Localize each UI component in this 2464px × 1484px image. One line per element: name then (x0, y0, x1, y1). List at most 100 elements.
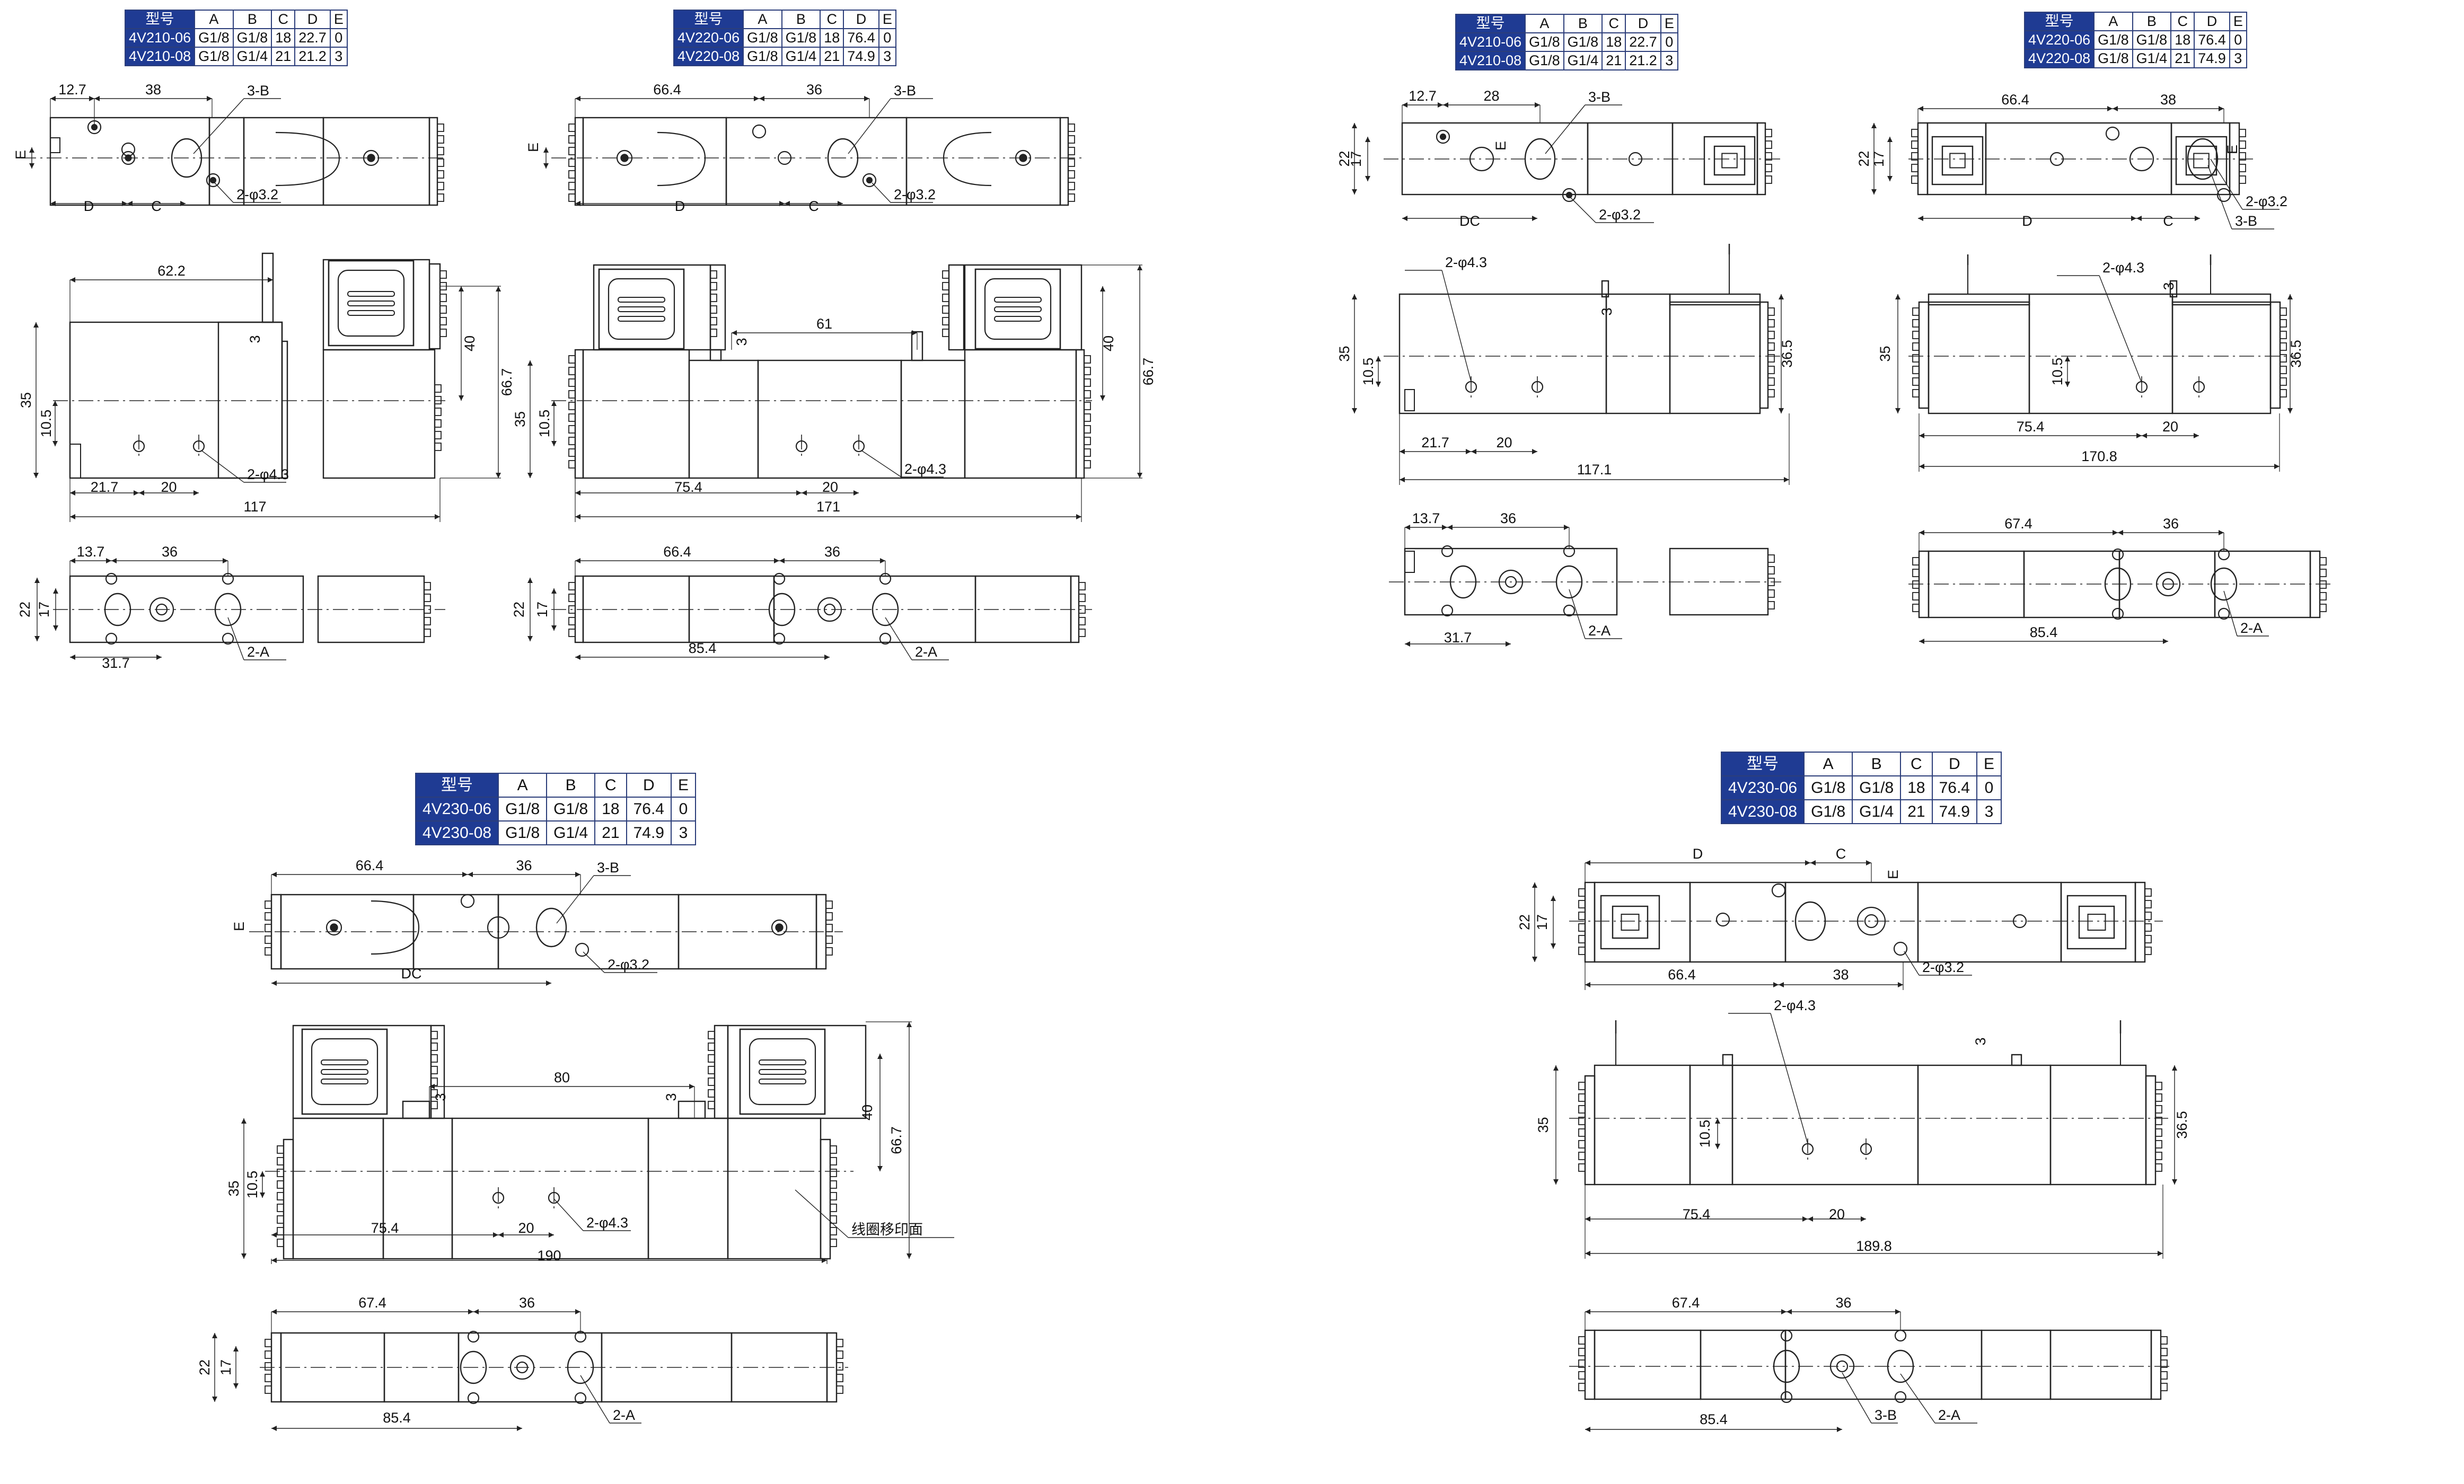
dimension-arrowhead (260, 1171, 265, 1177)
cell-b: G1/4 (1563, 51, 1603, 70)
body-outline (1703, 136, 1756, 186)
dimension-label: 3-B (2235, 213, 2257, 229)
coil-fin (1767, 377, 1775, 386)
dimension-arrowhead (1376, 382, 1381, 387)
dimension-arrowhead (473, 1309, 479, 1314)
coil-fin (430, 1066, 438, 1074)
header-model: 型号 (673, 10, 744, 29)
dimension-arrowhead (139, 490, 144, 496)
coil-slot (759, 1059, 806, 1065)
header-c: C (594, 773, 627, 798)
body-outline (1689, 881, 1787, 963)
body-outline (2145, 1075, 2157, 1186)
coil-fin (434, 396, 442, 404)
coil-fin (568, 448, 576, 457)
coil-fin (568, 582, 576, 590)
dimension-arrowhead (2113, 530, 2118, 535)
cell-c: 18 (1900, 775, 1933, 800)
coil-fin (2155, 1152, 2162, 1160)
edge-line (2207, 165, 2232, 229)
body-outline (948, 264, 965, 351)
cell-model: 4V230-06 (415, 797, 499, 822)
dimension-arrowhead (853, 490, 859, 496)
body-outline (1700, 1329, 1787, 1400)
coil-fin (942, 282, 949, 290)
coil-fin (1767, 601, 1775, 610)
coil-fin (424, 617, 431, 625)
coil-fin (437, 147, 444, 155)
dimension-label: 22 (511, 602, 527, 617)
dimension-arrowhead (271, 1258, 277, 1263)
dimension-arrowhead (2274, 464, 2280, 469)
dimension-arrowhead (468, 872, 473, 877)
coil-slot (759, 1079, 806, 1084)
coil-fin (1912, 604, 1920, 612)
dimension-label: 61 (816, 316, 832, 332)
coil-fin (568, 402, 576, 410)
dimension-label: 3 (2161, 282, 2177, 290)
dimension-arrowhead (1585, 982, 1590, 987)
hole-circle (2216, 188, 2231, 202)
dimension-label: 36 (2163, 516, 2179, 532)
body-outline (1605, 293, 1671, 414)
hole-circle (1436, 129, 1450, 144)
header-e: E (1660, 14, 1678, 33)
dimension-label: E (525, 143, 541, 152)
dimension-arrowhead (1585, 1251, 1590, 1256)
port-ellipse (1887, 1349, 1914, 1383)
dimension-label: 36 (1835, 1295, 1851, 1311)
dimension-label: 36 (824, 544, 840, 560)
dimension-label: 21.7 (1421, 435, 1449, 450)
coil-fin (825, 924, 833, 932)
body-outline (1594, 1329, 1702, 1400)
body-outline (1594, 1064, 1691, 1186)
header-b: B (1852, 752, 1902, 776)
dimension-arrowhead (233, 1383, 239, 1389)
dimension-arrowhead (1551, 896, 1556, 901)
dimension-arrowhead (732, 330, 737, 335)
dimension-label: E (2224, 145, 2240, 154)
hole-circle (2105, 126, 2120, 141)
coil-fin (277, 1239, 284, 1247)
dimension-arrowhead (2142, 433, 2147, 438)
dimension-arrowhead (549, 1232, 554, 1238)
dimension-arrowhead (260, 1192, 265, 1198)
dimension-arrowhead (1438, 102, 1443, 108)
coil-fin (2160, 1371, 2168, 1380)
port-ellipse (1794, 901, 1826, 941)
coil-fin (2144, 900, 2152, 908)
coil-fin (2155, 1163, 2162, 1172)
dimension-label: 170.8 (2081, 448, 2117, 464)
plug-socket (1949, 153, 1966, 169)
dimension-arrowhead (2163, 639, 2168, 644)
coil-fin (2280, 389, 2287, 398)
dimension-label: 2-φ3.2 (1922, 959, 1964, 975)
dimension-arrowhead (1352, 294, 1357, 299)
dimension-label: 2-φ4.3 (1445, 254, 1487, 270)
coil-fin (434, 408, 442, 416)
dimension-arrowhead (223, 558, 228, 563)
dimension-arrowhead (1466, 449, 1471, 454)
dimension-label: 36 (1500, 510, 1516, 526)
coil-fin (1912, 377, 1920, 386)
coil-fin (568, 378, 576, 387)
plug-frame (2185, 145, 2217, 176)
coil-fin (430, 1043, 438, 1051)
coil-fin (1767, 554, 1775, 563)
coil-fin (1767, 566, 1775, 575)
coil-fin (265, 1385, 272, 1394)
coil-fin (1084, 390, 1091, 399)
port-ellipse (460, 1350, 487, 1384)
dimension-label: 36.5 (2174, 1111, 2190, 1139)
dimension-label: C (151, 198, 162, 214)
coil-slot (618, 306, 665, 312)
cell-model: 4V210-08 (124, 47, 196, 66)
dimension-label: 2-A (1938, 1407, 1960, 1423)
dimension-label: 2-φ4.3 (586, 1215, 628, 1231)
dimension-arrowhead (1352, 123, 1357, 128)
dimension-arrowhead (1898, 982, 1903, 987)
dimension-label: 2-φ3.2 (894, 187, 936, 202)
dimension-arrowhead (271, 980, 277, 986)
